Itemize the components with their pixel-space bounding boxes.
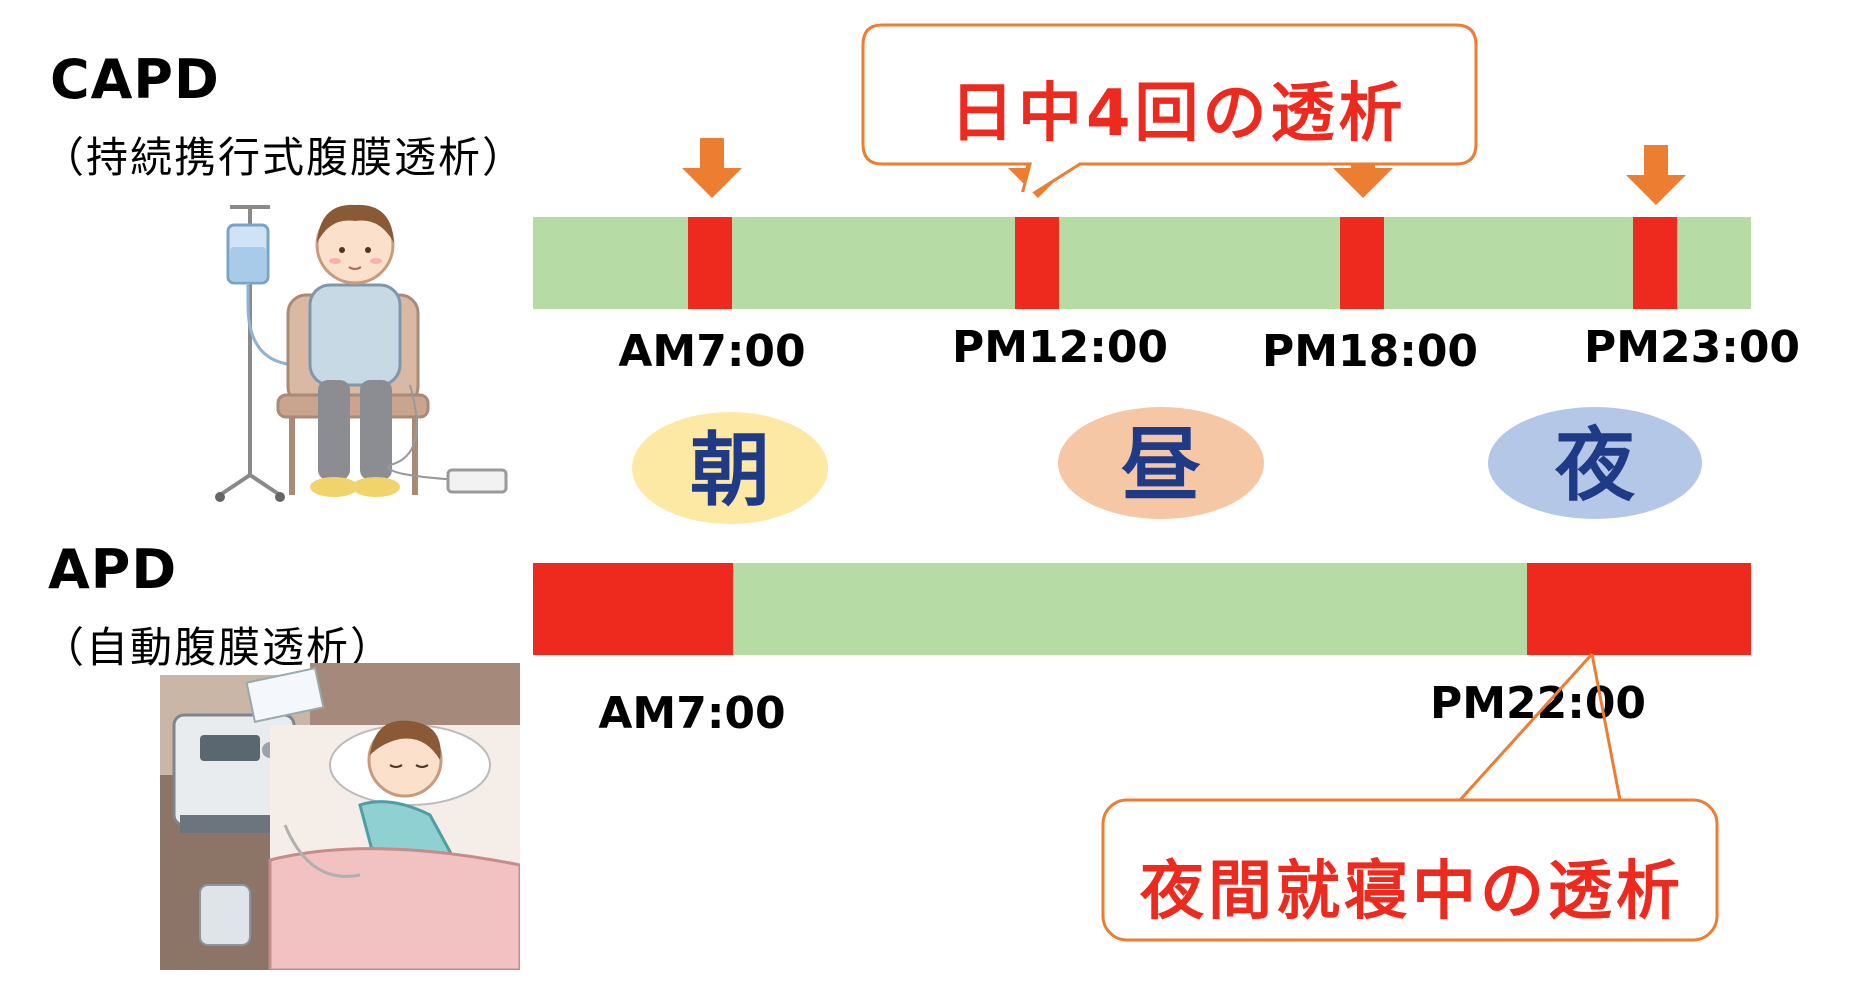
capd-time-label-2: PM12:00 bbox=[951, 322, 1169, 373]
apd-time-label-1: AM7:00 bbox=[598, 688, 786, 739]
noon-period-badge: 昼 bbox=[1058, 407, 1264, 519]
callout-bubble-day bbox=[861, 23, 1478, 192]
capd-exchange-segment-3 bbox=[1340, 217, 1384, 309]
morning-period-badge: 朝 bbox=[632, 412, 828, 524]
capd-time-label-4: PM23:00 bbox=[1583, 322, 1801, 373]
apd-patient-illustration bbox=[160, 663, 520, 970]
apd-night-segment bbox=[1527, 563, 1751, 655]
callout-day-text: 日中4回の透析 bbox=[950, 77, 1407, 151]
night-period-label: 夜 bbox=[1554, 419, 1636, 512]
arrow-down-icon bbox=[1333, 138, 1393, 198]
apd-title: APD bbox=[48, 538, 178, 601]
capd-subtitle: （持続携行式腹膜透析） bbox=[42, 133, 527, 182]
capd-title: CAPD bbox=[50, 48, 220, 111]
callout-bubble-night bbox=[1101, 652, 1719, 942]
capd-exchange-segment-2 bbox=[1015, 217, 1059, 309]
capd-exchange-segment-4 bbox=[1633, 217, 1677, 309]
arrow-down-icon bbox=[682, 138, 742, 198]
night-period-badge: 夜 bbox=[1488, 407, 1702, 519]
capd-time-label-1: AM7:00 bbox=[618, 326, 806, 377]
callout-night-text: 夜間就寝中の透析 bbox=[1140, 855, 1684, 929]
capd-time-label-3: PM18:00 bbox=[1261, 326, 1479, 377]
arrow-down-icon bbox=[1626, 145, 1686, 205]
capd-exchange-segment-1 bbox=[688, 217, 732, 309]
capd-patient-illustration bbox=[215, 204, 508, 502]
noon-period-label: 昼 bbox=[1121, 419, 1201, 512]
morning-period-label: 朝 bbox=[690, 424, 770, 517]
apd-morning-segment bbox=[533, 563, 733, 655]
capd-timeline-bar bbox=[533, 217, 1751, 309]
apd-time-label-2: PM22:00 bbox=[1429, 678, 1647, 729]
